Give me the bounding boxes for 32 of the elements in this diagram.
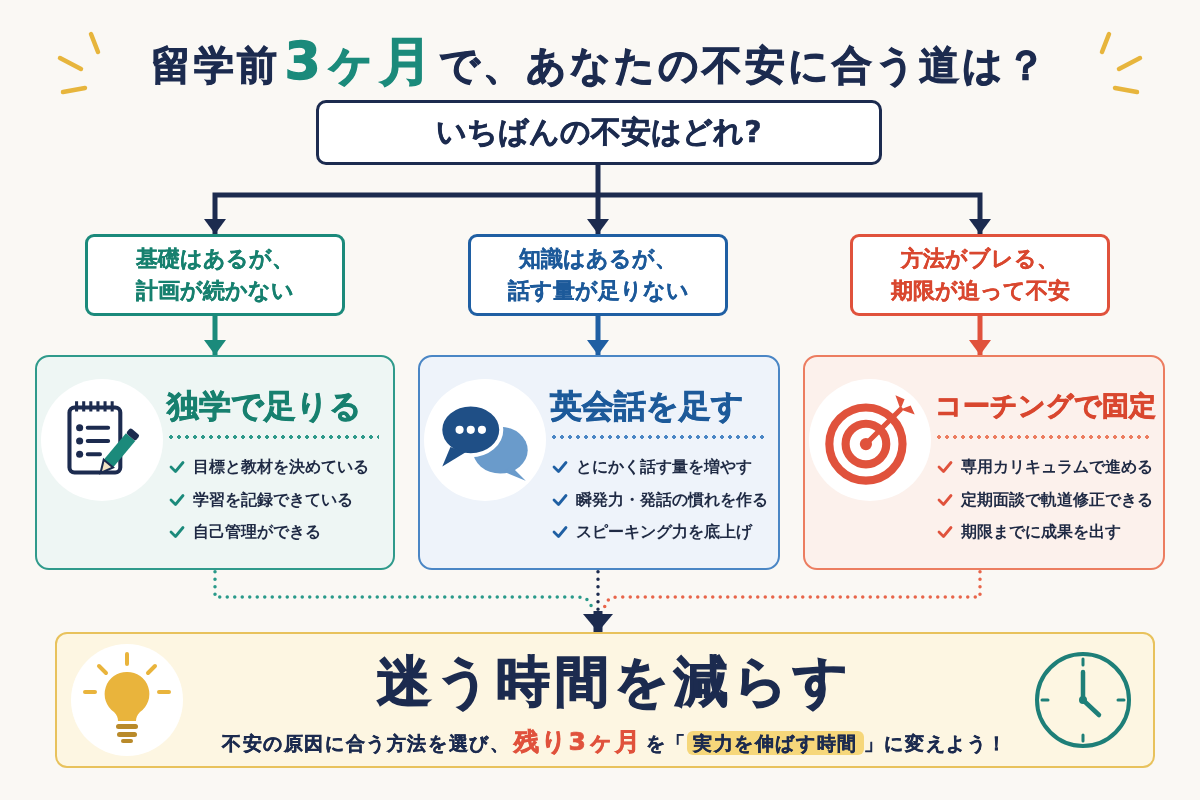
method-card bbox=[35, 355, 395, 570]
choice-box: 知識はあるが、話す量が足りない bbox=[468, 234, 728, 316]
method-card bbox=[803, 355, 1165, 570]
heading: 独学で足りる bbox=[167, 386, 362, 426]
method-card bbox=[418, 355, 780, 570]
arrow bbox=[587, 316, 609, 355]
dotted-line bbox=[602, 570, 982, 611]
heading: 迷う時間を減らす bbox=[377, 650, 853, 714]
checklist-item: 瞬発力・発話の慣れを作る bbox=[576, 488, 768, 511]
arrow bbox=[969, 316, 991, 355]
heading: コーチングで固定 bbox=[935, 389, 1156, 423]
choice-box: 基礎はあるが、計画が続かない bbox=[85, 234, 345, 316]
arrow bbox=[204, 192, 598, 234]
dotted-line bbox=[596, 570, 600, 613]
checklist-item: 自己管理ができる bbox=[193, 521, 321, 543]
heading: 英会話を足す bbox=[550, 386, 744, 426]
checklist-item: 学習を記録できている bbox=[193, 488, 353, 511]
arrow bbox=[583, 611, 613, 632]
arrow bbox=[587, 195, 609, 234]
summary-text: 不安の原因に合う方法を選び、残り3ヶ月を「実力を伸ばす時間」に変えよう！ bbox=[222, 726, 1008, 758]
connector-line bbox=[595, 165, 601, 195]
question-box: いちばんの不安はどれ? bbox=[316, 100, 882, 165]
choice-box: 方法がブレる、期限が迫って不安 bbox=[850, 234, 1110, 316]
checklist-item: とにかく話す量を増やす bbox=[576, 456, 752, 478]
checklist-item: 期限までに成果を出す bbox=[961, 521, 1121, 543]
checklist-item: 目標と教材を決めている bbox=[193, 456, 369, 478]
arrow bbox=[598, 192, 991, 234]
checklist-item: 定期面談で軌道修正できる bbox=[961, 488, 1153, 511]
summary-box bbox=[55, 632, 1155, 768]
checklist-item: スピーキング力を底上げ bbox=[576, 521, 752, 543]
checklist-item: 専用カリキュラムで進める bbox=[961, 456, 1153, 478]
arrow bbox=[204, 316, 226, 355]
